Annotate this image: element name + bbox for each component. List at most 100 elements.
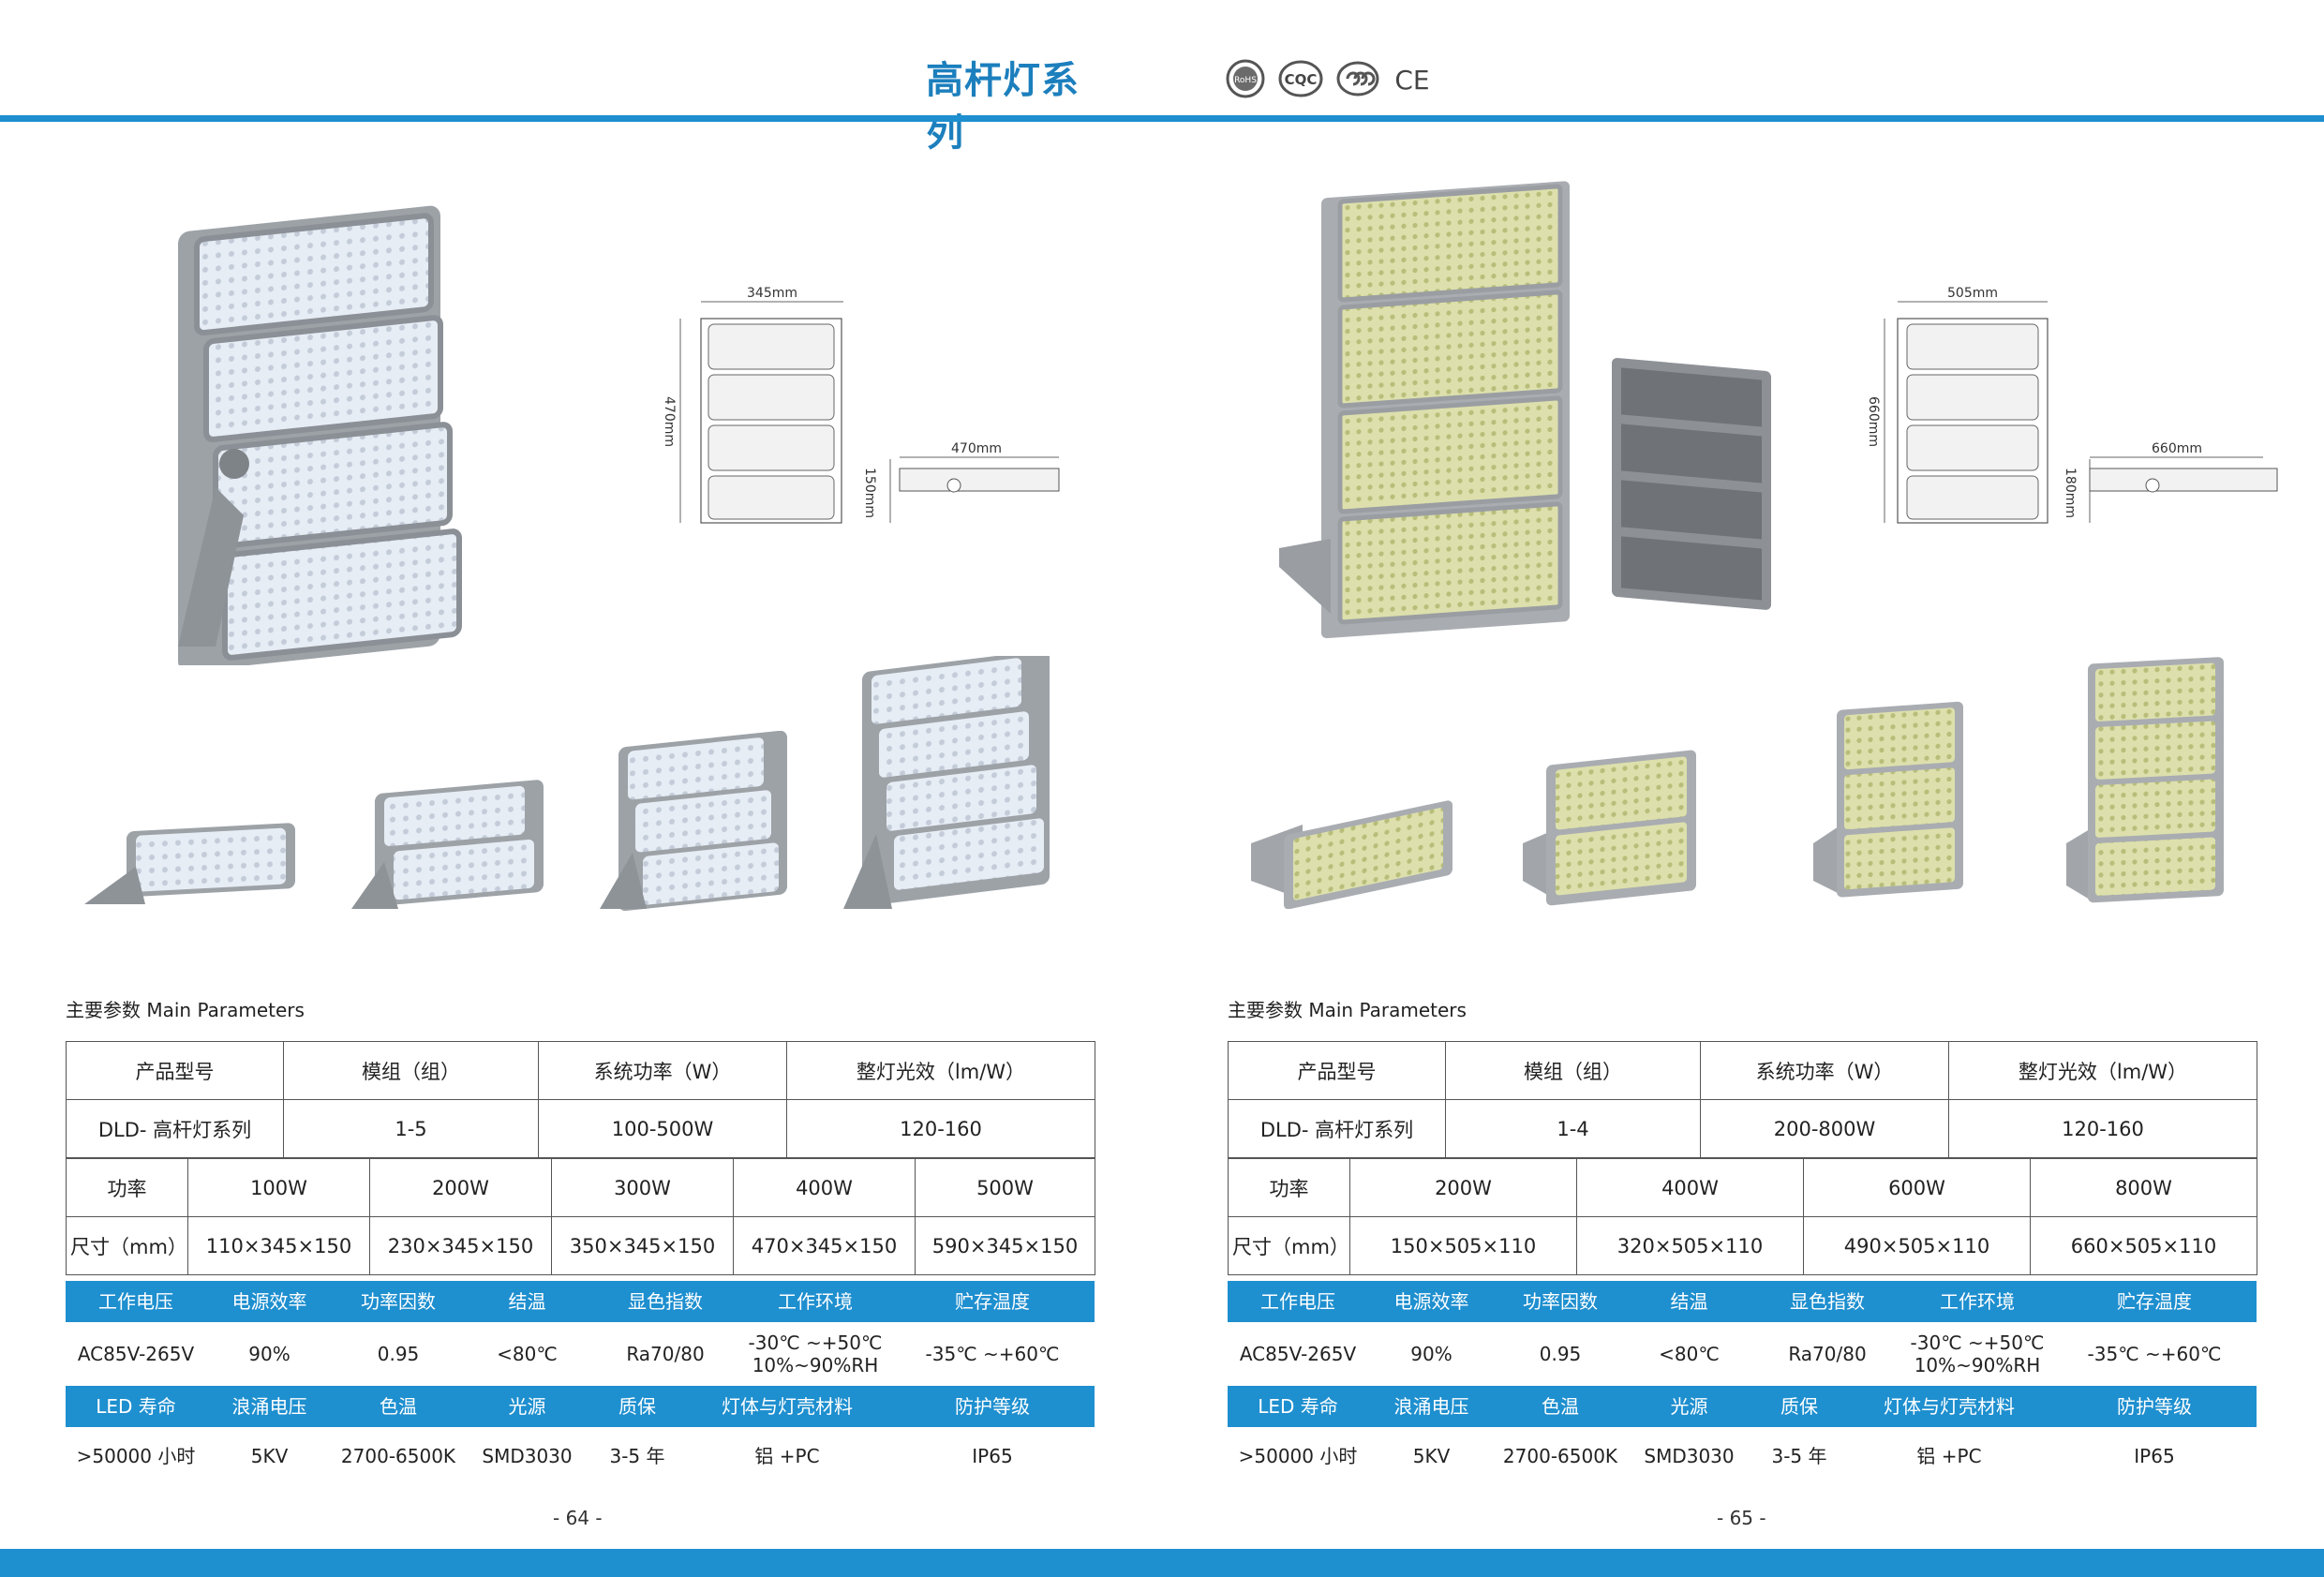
dimension-drawing-right: 505mm 660mm 180mm 660mm xyxy=(1866,286,2278,524)
table-cell: 320×505×110 xyxy=(1576,1216,1804,1275)
spec-header: 功率因数 xyxy=(361,1290,436,1313)
env-temp: -30℃ ~+50℃ xyxy=(748,1332,883,1354)
spec-value: <80℃ xyxy=(497,1343,558,1365)
table-row: DLD- 高杆灯系列 1-4 200-800W 120-160 xyxy=(1228,1099,2257,1158)
table-header-cell: 系统功率（W） xyxy=(1700,1041,1949,1100)
table-cell: 500W xyxy=(915,1158,1095,1217)
table-cell: 100-500W xyxy=(538,1099,787,1158)
spec-value: 0.95 xyxy=(377,1343,420,1365)
dimension-drawing-left: 345mm 470mm 150mm 470mm xyxy=(662,286,1060,524)
table-header-cell: 功率 xyxy=(1228,1158,1350,1217)
table-cell: 200W xyxy=(369,1158,552,1217)
front-height-label: 660mm xyxy=(1866,396,1881,447)
env-temp: -30℃ ~+50℃ xyxy=(1910,1332,2045,1354)
table-header-cell: 产品型号 xyxy=(1228,1041,1446,1100)
spec-value-env: -30℃ ~+50℃ 10%~90%RH xyxy=(740,1332,890,1376)
ccc-icon xyxy=(1336,61,1379,97)
table-header-cell: 尺寸（mm） xyxy=(66,1216,188,1275)
front-width-label: 505mm xyxy=(1947,286,1998,301)
table-cell: 600W xyxy=(1803,1158,2031,1217)
table-cell: 660×505×110 xyxy=(2030,1216,2257,1275)
table-cell: DLD- 高杆灯系列 xyxy=(1228,1099,1446,1158)
spec-header: 质保 xyxy=(618,1395,656,1418)
table-cell: 120-160 xyxy=(1948,1099,2257,1158)
spec-value: 90% xyxy=(248,1343,290,1365)
spec-header: 工作环境 xyxy=(1940,1290,2015,1313)
power-size-table-right: 功率 200W 400W 600W 800W 尺寸（mm） 150×505×11… xyxy=(1228,1158,2257,1275)
spec-header: 灯体与灯壳材料 xyxy=(1884,1395,2015,1418)
certification-logos: RoHS CQC CE xyxy=(1226,58,1432,99)
luminaire-600w-warm-image xyxy=(1813,701,1963,898)
env-humidity: 10%~90%RH xyxy=(1914,1354,2041,1376)
page-number-right: - 65 - xyxy=(1717,1507,1766,1529)
table-row: 尺寸（mm） 110×345×150 230×345×150 350×345×1… xyxy=(66,1216,1095,1275)
table-row: 功率 100W 200W 300W 400W 500W xyxy=(66,1158,1095,1217)
spec-value-env: -30℃ ~+50℃ 10%~90%RH xyxy=(1902,1332,2052,1376)
table-header-cell: 尺寸（mm） xyxy=(1228,1216,1350,1275)
table-cell: DLD- 高杆灯系列 xyxy=(66,1099,284,1158)
spec-header: 工作电压 xyxy=(98,1290,173,1313)
spec-header: 色温 xyxy=(380,1395,417,1418)
luminaire-400w-image xyxy=(843,656,1050,909)
spec-header: 电源效率 xyxy=(1393,1290,1469,1313)
spec-value: 铝 +PC xyxy=(754,1445,820,1467)
page-number-left: - 64 - xyxy=(553,1507,603,1529)
spec-value: >50000 小时 xyxy=(76,1445,196,1467)
luminaire-200w-image xyxy=(351,780,544,909)
spec-value: AC85V-265V xyxy=(77,1343,195,1365)
table-cell: 230×345×150 xyxy=(369,1216,552,1275)
spec-header: 质保 xyxy=(1780,1395,1818,1418)
hero-luminaire-image-right xyxy=(1279,181,1771,639)
spec-header: 功率因数 xyxy=(1523,1290,1598,1313)
spec-header: 浪涌电压 xyxy=(231,1395,307,1418)
table-row: 产品型号 模组（组） 系统功率（W） 整灯光效（lm/W） xyxy=(1228,1041,2257,1100)
table-header-cell: 模组（组） xyxy=(1445,1041,1701,1100)
spec-value: -35℃ ~+60℃ xyxy=(2087,1343,2222,1365)
table-cell: 470×345×150 xyxy=(733,1216,916,1275)
spec-header: 贮存温度 xyxy=(2117,1290,2192,1313)
luminaire-800w-warm-image xyxy=(2066,657,2224,903)
table-row: 尺寸（mm） 150×505×110 320×505×110 490×505×1… xyxy=(1228,1216,2257,1275)
spec-value: 5KV xyxy=(1412,1445,1451,1467)
spec-value: -35℃ ~+60℃ xyxy=(925,1343,1060,1365)
spec-header: LED 寿命 xyxy=(1258,1395,1338,1418)
spec-value: Ra70/80 xyxy=(1788,1343,1867,1365)
table-cell: 200-800W xyxy=(1700,1099,1949,1158)
side-height-label: 180mm xyxy=(2063,468,2078,518)
table-cell: 200W xyxy=(1349,1158,1577,1217)
spec-value: SMD3030 xyxy=(482,1445,573,1467)
table-cell: 1-4 xyxy=(1445,1099,1701,1158)
model-table-right: 产品型号 模组（组） 系统功率（W） 整灯光效（lm/W） DLD- 高杆灯系列… xyxy=(1228,1041,2257,1158)
spec-value: 3-5 年 xyxy=(609,1445,665,1467)
spec-value: 2700-6500K xyxy=(1502,1445,1618,1467)
table-cell: 490×505×110 xyxy=(1803,1216,2031,1275)
spec-header: 光源 xyxy=(508,1395,546,1418)
luminaire-300w-image xyxy=(600,731,787,912)
table-cell: 400W xyxy=(1576,1158,1804,1217)
table-header-cell: 产品型号 xyxy=(66,1041,284,1100)
table-cell: 400W xyxy=(733,1158,916,1217)
side-height-label: 150mm xyxy=(862,468,877,518)
table-row: DLD- 高杆灯系列 1-5 100-500W 120-160 xyxy=(66,1099,1095,1158)
spec-header: 结温 xyxy=(1670,1290,1708,1313)
spec-value: IP65 xyxy=(972,1445,1013,1467)
series-title: 高杆灯系列 xyxy=(926,59,1080,155)
model-table-left: 产品型号 模组（组） 系统功率（W） 整灯光效（lm/W） DLD- 高杆灯系列… xyxy=(66,1041,1095,1158)
cqc-icon: CQC xyxy=(1278,60,1323,97)
spec-header: 浪涌电压 xyxy=(1393,1395,1469,1418)
spec-value: Ra70/80 xyxy=(626,1343,705,1365)
table-cell: 150×505×110 xyxy=(1349,1216,1577,1275)
main-parameters-title-right: 主要参数 Main Parameters xyxy=(1228,999,1467,1021)
header-rule xyxy=(0,115,2324,122)
table-cell: 800W xyxy=(2030,1158,2257,1217)
table-header-cell: 系统功率（W） xyxy=(538,1041,787,1100)
main-parameters-title-left: 主要参数 Main Parameters xyxy=(66,999,305,1021)
spec-header: 灯体与灯壳材料 xyxy=(722,1395,853,1418)
table-cell: 590×345×150 xyxy=(915,1216,1095,1275)
spec-header: 工作电压 xyxy=(1260,1290,1335,1313)
table-cell: 110×345×150 xyxy=(187,1216,370,1275)
spec-value-row: AC85V-265V 90% 0.95 <80℃ Ra70/80 -30℃ ~+… xyxy=(1228,1322,2257,1386)
spec-value-row: >50000 小时 5KV 2700-6500K SMD3030 3-5 年 铝… xyxy=(66,1427,1095,1485)
table-row: 功率 200W 400W 600W 800W xyxy=(1228,1158,2257,1217)
electrical-specs-right: 工作电压 电源效率 功率因数 结温 显色指数 工作环境 贮存温度 AC85V-2… xyxy=(1228,1281,2257,1485)
